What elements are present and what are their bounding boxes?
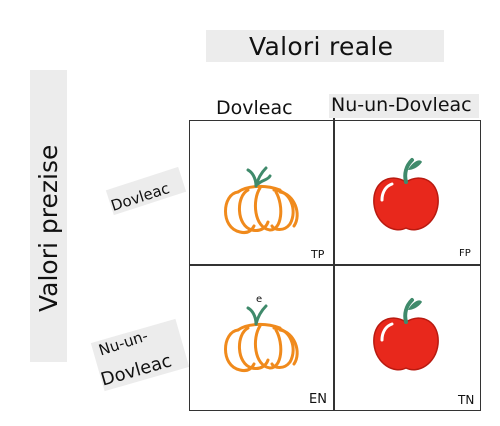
apple-icon-fp: [373, 158, 439, 231]
pumpkin-icon-fn: [224, 304, 299, 372]
confusion-matrix-grid: [189, 120, 481, 411]
actual-values-title: Valori reale: [249, 32, 394, 61]
stray-mark: e: [256, 294, 263, 305]
cell-code-fp: FP: [459, 248, 471, 259]
cell-code-tp: TP: [311, 248, 325, 261]
actual-title-highlight: [206, 30, 444, 62]
col-header-pumpkin: Dovleac: [216, 97, 293, 119]
col-header-not-pumpkin-highlight: [329, 94, 479, 118]
cell-code-fn: EN: [309, 392, 327, 407]
pumpkin-icon-tp: [224, 166, 299, 234]
col-header-not-pumpkin: Nu-un-Dovleac: [331, 94, 472, 116]
cell-code-tn: TN: [458, 393, 475, 407]
predicted-values-title: Valori prezise: [34, 144, 63, 312]
apple-icon-tn: [373, 298, 439, 371]
predicted-title-highlight: [30, 70, 67, 362]
grid-horizontal-divider: [189, 264, 481, 266]
